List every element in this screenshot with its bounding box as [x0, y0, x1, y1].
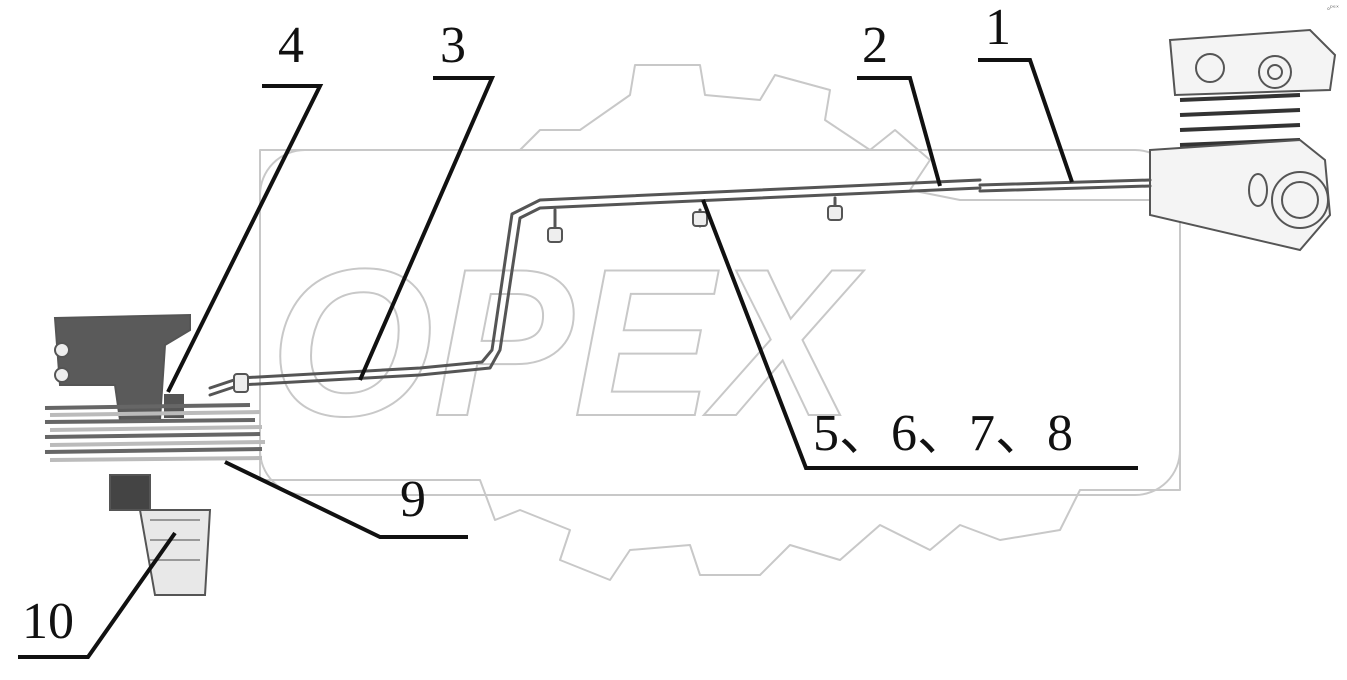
leader-lines — [18, 58, 1138, 659]
air-compressor — [1149, 28, 1337, 252]
corner-mark: ₒᵖᵉˣ — [1327, 4, 1339, 12]
callout-10: 10 — [22, 593, 74, 650]
callout-5-6-7-8: 5、6、7、8 — [813, 405, 1074, 462]
callout-3: 3 — [440, 17, 466, 74]
pipe-fittings — [233, 205, 843, 393]
watermark-text: OPEX — [270, 225, 864, 460]
watermark-gear — [259, 64, 1181, 581]
callout-1: 1 — [985, 0, 1011, 56]
callout-2: 2 — [862, 17, 888, 74]
callout-9: 9 — [400, 471, 426, 528]
coiled-tubes — [44, 403, 266, 462]
callout-4: 4 — [278, 17, 304, 74]
valve-unit — [109, 474, 212, 596]
